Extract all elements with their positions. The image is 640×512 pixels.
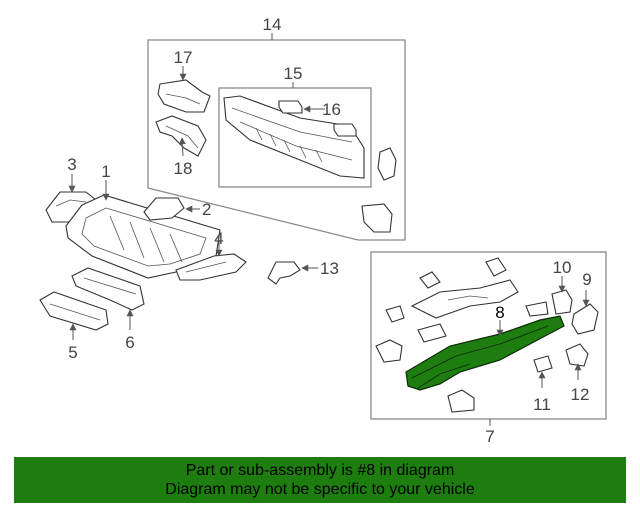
part-16-bracket: [278, 100, 357, 137]
callout-17: 17: [174, 48, 193, 67]
callout-15: 15: [284, 64, 303, 83]
part-12-bracket: [565, 343, 589, 380]
part-9-bracket: [571, 290, 599, 335]
banner-line-1: Part or sub-assembly is #8 in diagram: [185, 462, 455, 479]
callout-16: 16: [322, 100, 341, 119]
callout-3: 3: [67, 155, 76, 174]
parts-diagram: 14 15 16 17 18 3: [39, 15, 607, 446]
callout-8: 8: [495, 303, 504, 322]
part-2-cover: [143, 197, 200, 221]
part-rear-frame-assembly: [375, 257, 549, 413]
callout-7: 7: [485, 427, 494, 446]
part-5-extension: [39, 291, 109, 340]
assembly-box-7: [370, 251, 607, 426]
callout-6: 6: [125, 333, 134, 352]
callout-9: 9: [582, 270, 591, 289]
part-13-clip: [267, 261, 318, 285]
part-6-extension: [71, 267, 145, 330]
info-banner: Part or sub-assembly is #8 in diagram Di…: [14, 457, 626, 503]
assembly-box-15: [218, 82, 372, 188]
callout-14: 14: [263, 15, 282, 34]
part-rear-panel: [223, 95, 365, 179]
callout-10: 10: [553, 258, 572, 277]
part-8-highlighted-frame-rail: [405, 315, 565, 391]
callout-13: 13: [320, 259, 339, 278]
callout-1: 1: [101, 162, 110, 181]
part-18-bracket: [155, 115, 207, 157]
part-4-crossmember: [175, 240, 247, 281]
part-10-bracket: [551, 276, 573, 315]
callout-5: 5: [68, 343, 77, 362]
callout-2: 2: [202, 200, 211, 219]
callout-11: 11: [533, 395, 551, 414]
part-11-nut: [533, 355, 553, 388]
part-side-bracket: [361, 147, 397, 233]
callout-12: 12: [571, 385, 590, 404]
banner-line-2: Diagram may not be specific to your vehi…: [165, 481, 475, 498]
callout-18: 18: [174, 159, 193, 178]
assembly-box-14: [147, 33, 406, 241]
callout-4: 4: [214, 229, 223, 248]
part-17-bracket: [157, 66, 211, 113]
